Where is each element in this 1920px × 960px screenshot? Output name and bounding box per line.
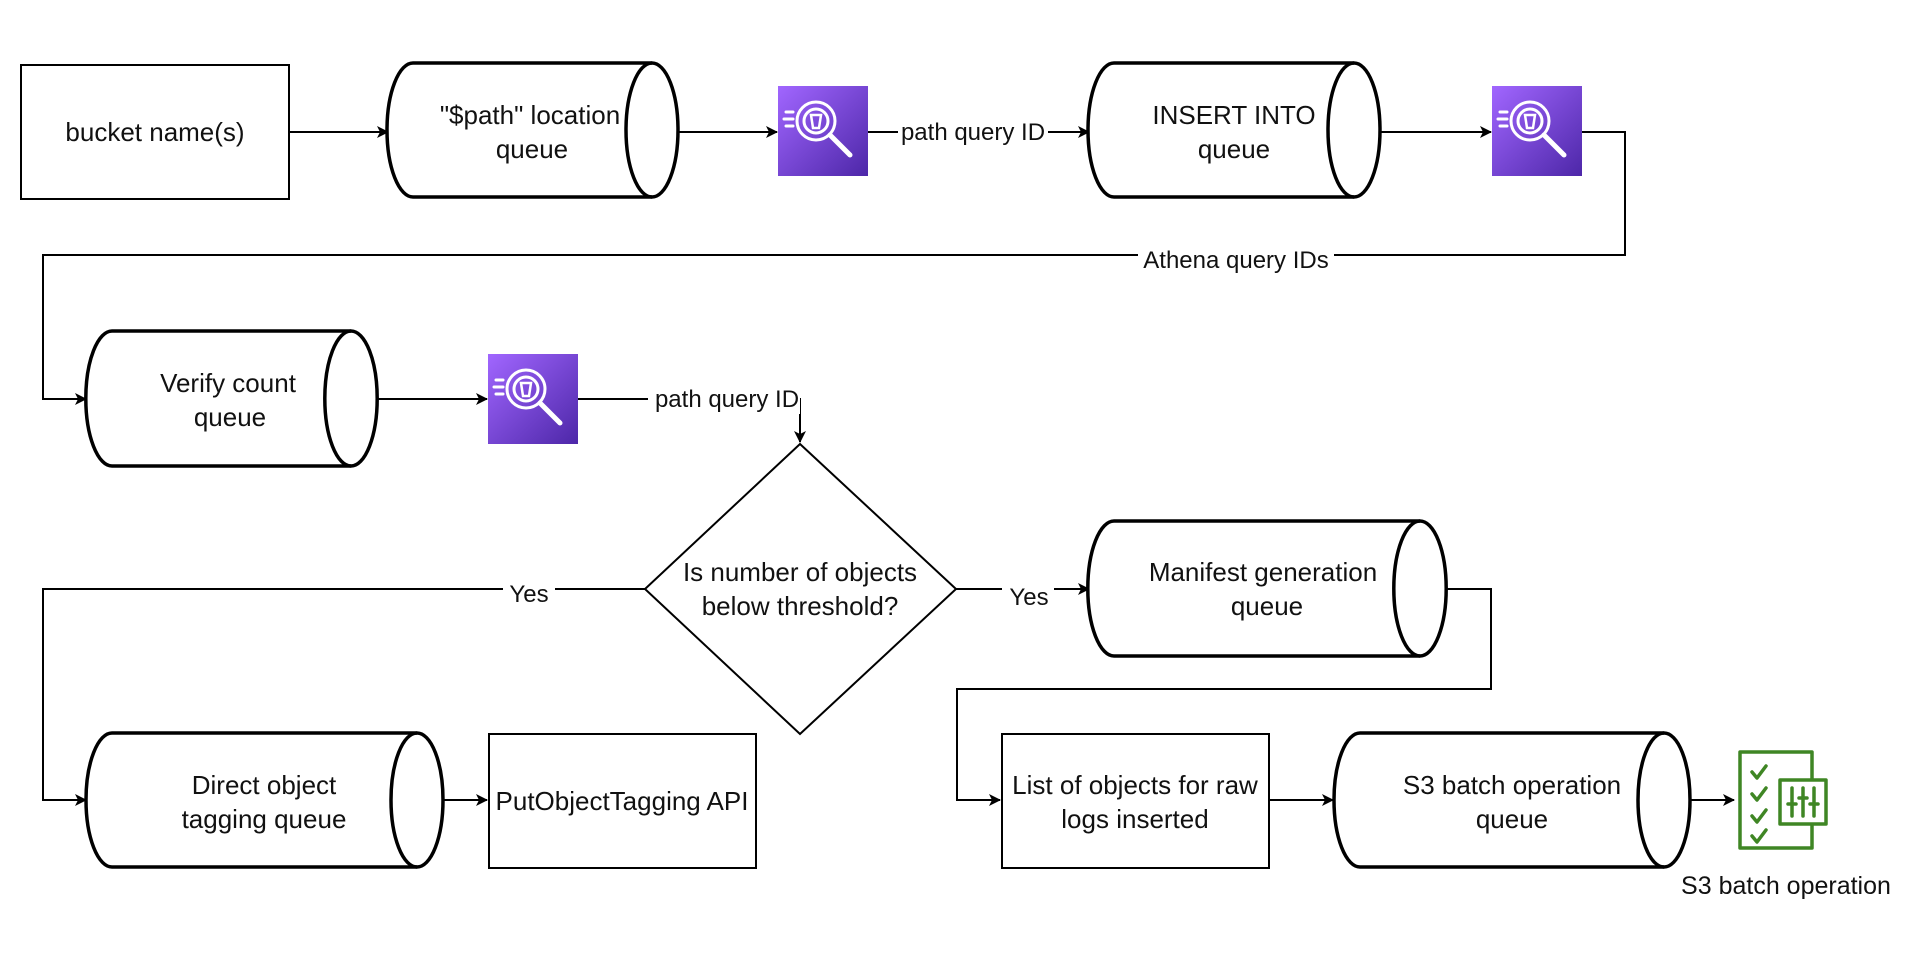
s3-batch-operation-queue-label-1: S3 batch operation <box>1403 770 1621 800</box>
edge-label-athena-query-ids: Athena query IDs <box>1143 247 1328 274</box>
bucket-names-box: bucket name(s) <box>20 64 290 200</box>
athena-icon <box>1492 86 1582 176</box>
edge-label-yes-left: Yes <box>509 581 548 608</box>
manifest-generation-queue-label-1: Manifest generation <box>1149 557 1377 587</box>
put-object-tagging-api-box: PutObjectTagging API <box>488 733 757 869</box>
edge-label-path-query-id-2: path query ID <box>655 386 799 413</box>
edge-label-yes-right: Yes <box>1009 584 1048 611</box>
edge-labels: path query ID Athena query IDs path quer… <box>503 117 1334 611</box>
path-location-queue: "$path" location queue <box>385 61 680 199</box>
put-object-tagging-api-label: PutObjectTagging API <box>496 786 749 816</box>
edge-manifest-queue-to-list <box>956 588 1492 806</box>
path-location-queue-label-1: "$path" location <box>440 100 620 130</box>
insert-into-queue: INSERT INTO queue <box>1086 61 1382 199</box>
insert-into-queue-label-1: INSERT INTO <box>1152 100 1315 130</box>
edge-label-path-query-id-1: path query ID <box>901 119 1045 146</box>
direct-object-tagging-queue-label-1: Direct object <box>192 770 337 800</box>
verify-count-queue-label-2: queue <box>194 402 266 432</box>
list-of-objects-label-2: logs inserted <box>1061 804 1208 834</box>
direct-object-tagging-queue-label-2: tagging queue <box>182 804 347 834</box>
edge-athena-2-to-verify-queue <box>42 131 1626 405</box>
edge-decision-to-direct-tagging <box>42 588 645 806</box>
threshold-decision: Is number of objects below threshold? <box>643 442 958 736</box>
verify-count-queue-label-1: Verify count <box>160 368 297 398</box>
s3-batch-operations-icon <box>1738 750 1828 850</box>
s3-batch-operation-queue-label-2: queue <box>1476 804 1548 834</box>
athena-icon <box>778 86 868 176</box>
manifest-generation-queue-label-2: queue <box>1231 591 1303 621</box>
direct-object-tagging-queue: Direct object tagging queue <box>84 731 445 869</box>
path-location-queue-label-2: queue <box>496 134 568 164</box>
threshold-decision-label-1: Is number of objects <box>683 557 917 587</box>
s3-batch-operation-label: S3 batch operation <box>1681 872 1891 900</box>
insert-into-queue-label-2: queue <box>1198 134 1270 164</box>
threshold-decision-label-2: below threshold? <box>702 591 899 621</box>
list-of-objects-box: List of objects for raw logs inserted <box>1001 733 1270 869</box>
manifest-generation-queue: Manifest generation queue <box>1086 519 1448 658</box>
bucket-names-label: bucket name(s) <box>65 117 244 147</box>
s3-batch-operation-queue: S3 batch operation queue <box>1332 731 1692 869</box>
list-of-objects-label-1: List of objects for raw <box>1012 770 1258 800</box>
athena-icon <box>488 354 578 444</box>
verify-count-queue: Verify count queue <box>84 329 379 468</box>
